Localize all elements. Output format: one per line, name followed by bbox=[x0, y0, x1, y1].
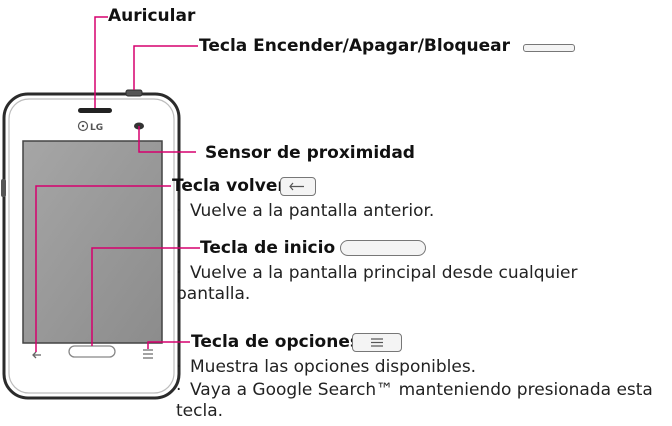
power-button bbox=[125, 89, 143, 97]
power-key-icon bbox=[523, 44, 575, 52]
options-key-button-icon bbox=[352, 333, 402, 352]
side-key bbox=[1, 179, 6, 197]
back-arrow-icon bbox=[289, 182, 304, 191]
callout-lines bbox=[35, 16, 200, 352]
back-key-button-icon bbox=[280, 177, 316, 196]
menu-key-icon bbox=[143, 349, 153, 359]
earpiece-label: Auricular bbox=[108, 6, 196, 26]
options-key-label: Tecla de opciones bbox=[191, 332, 360, 352]
earpiece-slot bbox=[78, 108, 112, 113]
proximity-line bbox=[138, 126, 196, 153]
back-key-icon bbox=[32, 351, 41, 359]
power-key-label: Tecla Encender/Apagar/Bloquear bbox=[199, 36, 511, 56]
home-key-button-icon bbox=[340, 240, 426, 256]
back-key-label: Tecla volver bbox=[172, 176, 286, 196]
home-line bbox=[91, 247, 200, 346]
home-key-bullet: ·Vuelve a la pantalla principal desde cu… bbox=[176, 263, 578, 304]
lg-logo: LG bbox=[77, 120, 103, 133]
proximity-label: Sensor de proximidad bbox=[205, 143, 415, 163]
power-line bbox=[133, 45, 198, 90]
back-key-bullet: ·Vuelve a la pantalla anterior. bbox=[176, 201, 435, 221]
home-key bbox=[68, 345, 116, 358]
brand-text: LG bbox=[90, 123, 103, 133]
earpiece-line bbox=[94, 16, 108, 108]
options-key-bullet-2: ·Vaya a Google Search™ manteniendo presi… bbox=[176, 380, 653, 421]
home-key-label: Tecla de inicio bbox=[200, 238, 336, 258]
back-line bbox=[35, 185, 171, 352]
menu-lines-icon bbox=[371, 338, 383, 347]
options-key-bullet-1: ·Muestra las opciones disponibles. bbox=[176, 357, 477, 377]
options-line bbox=[147, 341, 190, 349]
